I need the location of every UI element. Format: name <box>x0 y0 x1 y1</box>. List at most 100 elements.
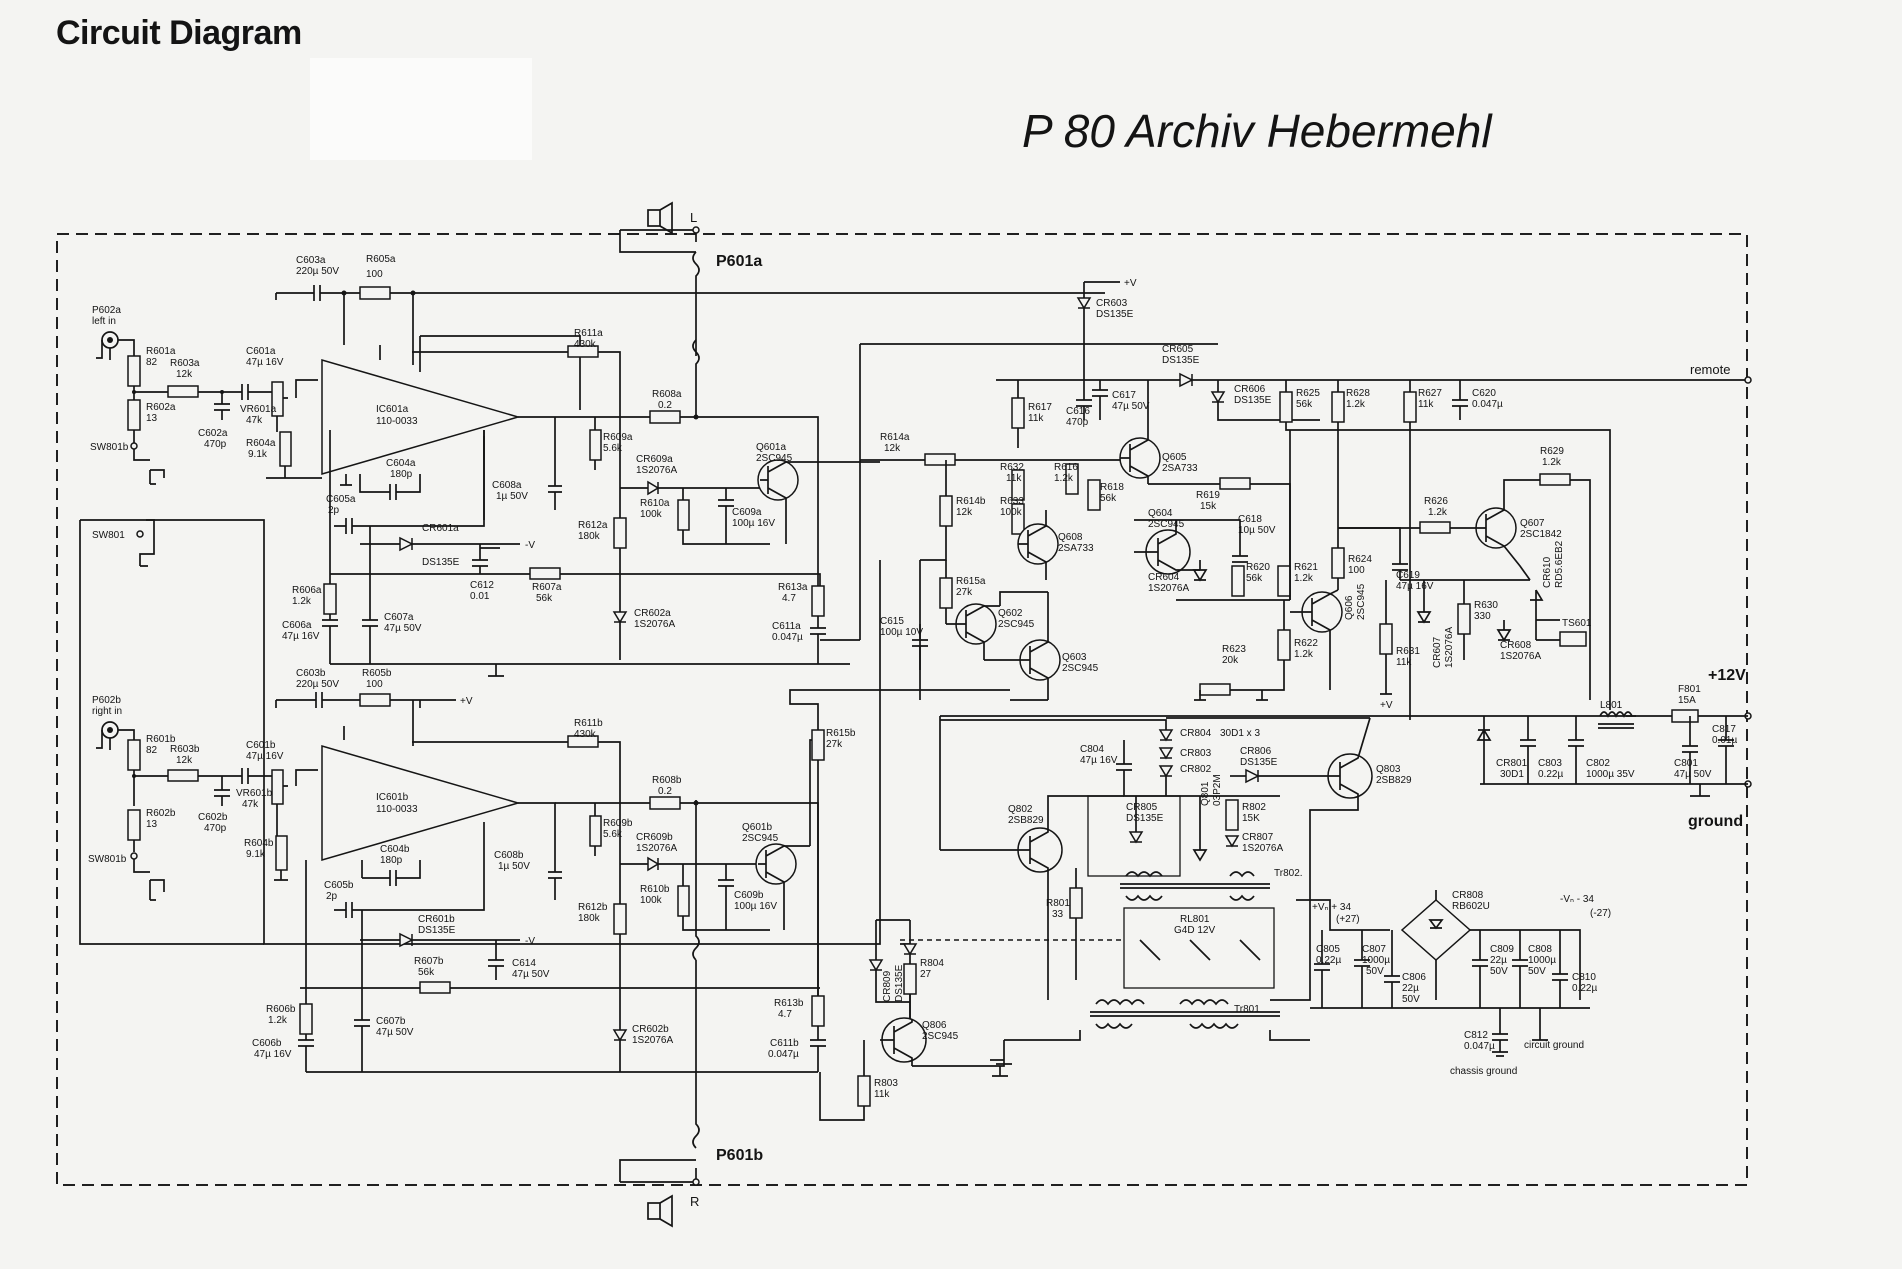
svg-text:R602a: R602a <box>146 402 176 413</box>
svg-text:+V: +V <box>1124 278 1137 289</box>
svg-text:C817: C817 <box>1712 724 1736 735</box>
capacitor-c602a <box>214 392 230 420</box>
svg-text:1.2k: 1.2k <box>1294 573 1314 584</box>
resistor-r601b <box>127 739 141 771</box>
svg-text:0.22µ: 0.22µ <box>1538 769 1563 780</box>
svg-text:47µ 16V: 47µ 16V <box>254 1049 292 1060</box>
svg-text:RB602U: RB602U <box>1452 901 1490 912</box>
svg-text:C602a: C602a <box>198 428 228 439</box>
svg-text:C615: C615 <box>880 616 904 627</box>
resistor-r615b <box>811 729 825 761</box>
svg-text:1S2076A: 1S2076A <box>1444 627 1455 668</box>
p601b-label: P601b <box>716 1147 763 1164</box>
svg-text:R612a: R612a <box>578 520 608 531</box>
svg-text:DS135E: DS135E <box>1096 309 1134 320</box>
capacitor-c609a <box>718 488 734 544</box>
svg-text:1.2k: 1.2k <box>1054 473 1074 484</box>
speaker-right-label: R <box>690 1194 699 1209</box>
svg-text:47µ 50V: 47µ 50V <box>1112 401 1150 412</box>
svg-text:27k: 27k <box>826 739 843 750</box>
svg-text:2SA733: 2SA733 <box>1058 543 1094 554</box>
svg-text:1.2k: 1.2k <box>268 1015 288 1026</box>
resistor-r612b <box>613 903 627 935</box>
resistor-r627 <box>1403 391 1417 423</box>
capacitor-c804 <box>1116 756 1132 780</box>
svg-text:4.7: 4.7 <box>778 1009 792 1020</box>
svg-text:R629: R629 <box>1540 446 1564 457</box>
svg-text:100: 100 <box>1348 565 1365 576</box>
capacitor-c608b <box>548 840 562 900</box>
svg-text:50V: 50V <box>1366 966 1384 977</box>
svg-text:R605b: R605b <box>362 668 392 679</box>
svg-text:+Vₙ + 34: +Vₙ + 34 <box>1312 902 1351 913</box>
tr802-label: Tr802. <box>1274 868 1303 879</box>
svg-text:1.2k: 1.2k <box>1346 399 1366 410</box>
svg-text:DS135E: DS135E <box>1126 813 1164 824</box>
svg-text:12k: 12k <box>884 443 901 454</box>
resistor-r601a <box>127 355 141 387</box>
capacitor-c603b <box>276 692 360 708</box>
capacitor-c603a <box>276 285 360 301</box>
svg-text:+V: +V <box>460 696 473 707</box>
svg-text:56k: 56k <box>1100 493 1117 504</box>
svg-text:C604b: C604b <box>380 844 410 855</box>
svg-text:L801: L801 <box>1600 700 1623 711</box>
svg-text:100: 100 <box>366 269 383 280</box>
resistor-r801 <box>1069 887 1083 919</box>
svg-text:180k: 180k <box>578 913 601 924</box>
svg-text:R613a: R613a <box>778 582 808 593</box>
svg-text:R619: R619 <box>1196 490 1220 501</box>
svg-text:CR808: CR808 <box>1452 890 1484 901</box>
svg-text:RD5.6EB2: RD5.6EB2 <box>1554 540 1565 588</box>
resistor-r618 <box>1087 479 1101 511</box>
svg-text:C804: C804 <box>1080 744 1104 755</box>
capacitor-c611b <box>810 1026 826 1072</box>
svg-text:22µ: 22µ <box>1490 955 1507 966</box>
svg-text:15k: 15k <box>1200 501 1217 512</box>
svg-text:P602b: P602b <box>92 695 121 706</box>
capacitor-c616 <box>1076 378 1092 420</box>
svg-text:100k: 100k <box>1000 507 1023 518</box>
svg-text:C806: C806 <box>1402 972 1426 983</box>
capacitor-c620 <box>1452 380 1468 420</box>
svg-text:R631: R631 <box>1396 646 1420 657</box>
resistor-r619 <box>1219 477 1251 490</box>
svg-text:100k: 100k <box>640 895 663 906</box>
svg-text:2p: 2p <box>326 891 338 902</box>
amplifier-ic601a <box>321 359 521 475</box>
svg-text:CR807: CR807 <box>1242 832 1274 843</box>
capacitor-c601a <box>226 384 268 400</box>
svg-text:C807: C807 <box>1362 944 1386 955</box>
svg-text:13: 13 <box>146 413 158 424</box>
svg-text:R615b: R615b <box>826 728 856 739</box>
svg-text:C606b: C606b <box>252 1038 282 1049</box>
resistor-r802 <box>1225 799 1239 831</box>
resistor-r603a <box>167 385 199 398</box>
resistor-r624 <box>1331 547 1345 579</box>
svg-text:50V: 50V <box>1490 966 1508 977</box>
svg-text:R605a: R605a <box>366 254 396 265</box>
diode-cr806 <box>1245 768 1260 784</box>
svg-text:11k: 11k <box>1396 657 1412 668</box>
svg-text:470p: 470p <box>204 439 227 450</box>
capacitor-c611a <box>810 616 826 664</box>
svg-text:22µ: 22µ <box>1402 983 1419 994</box>
svg-text:180k: 180k <box>578 531 601 542</box>
svg-text:50V: 50V <box>1528 966 1546 977</box>
svg-text:20k: 20k <box>1222 655 1239 666</box>
svg-text:right in: right in <box>92 706 122 717</box>
svg-text:0.047µ: 0.047µ <box>1464 1041 1495 1052</box>
svg-text:2SC945: 2SC945 <box>1062 663 1099 674</box>
resistor-r622 <box>1277 629 1291 661</box>
svg-text:R632: R632 <box>1000 462 1024 473</box>
capacitor-c618 <box>1232 548 1248 563</box>
svg-text:R615a: R615a <box>956 576 986 587</box>
svg-text:2SC945: 2SC945 <box>998 619 1035 630</box>
svg-text:12k: 12k <box>176 369 193 380</box>
svg-text:DS135E: DS135E <box>418 925 456 936</box>
resistor-r621 <box>1277 565 1291 597</box>
resistor-r603b <box>167 769 199 782</box>
svg-text:R622: R622 <box>1294 638 1318 649</box>
capacitor-c606a <box>322 614 338 664</box>
capacitor-c606b <box>298 1034 314 1072</box>
